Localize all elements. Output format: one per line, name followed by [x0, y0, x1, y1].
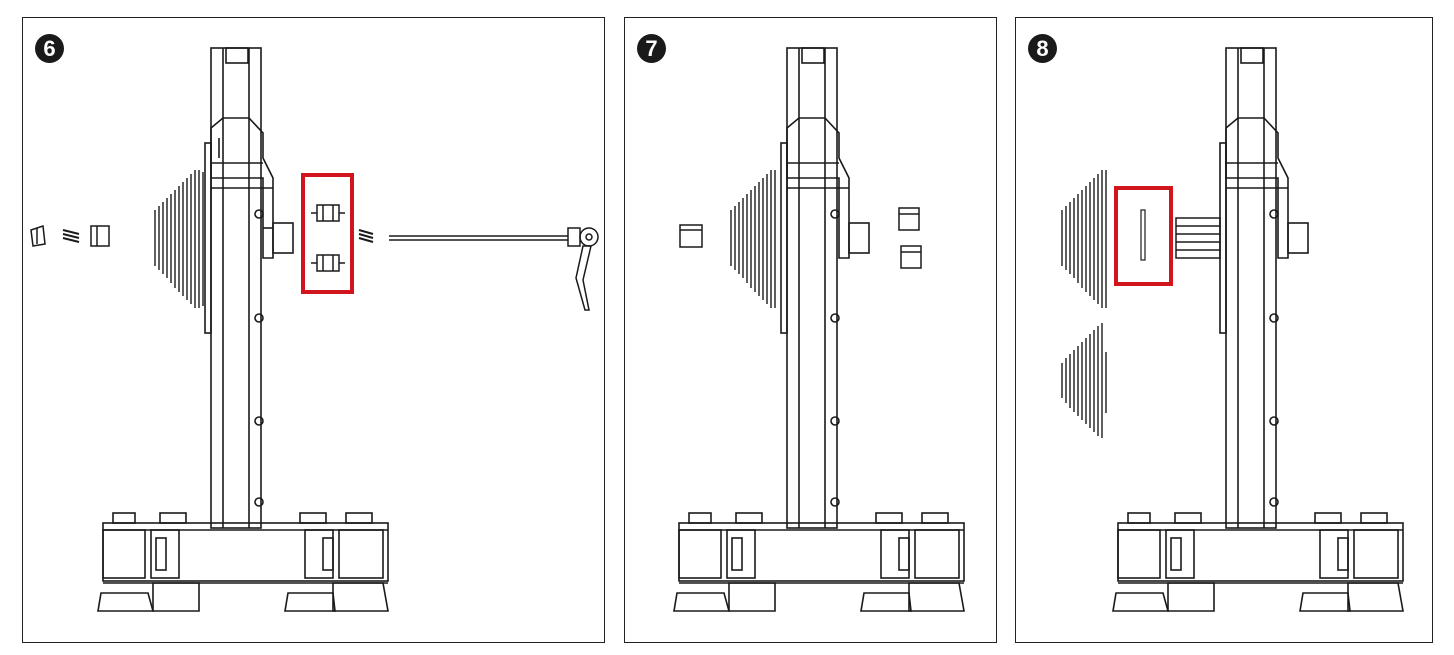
quick-release-skewer-icon [358, 227, 599, 311]
cassette-icon [730, 170, 776, 308]
highlight-box [1114, 186, 1173, 286]
cassette-icon [1061, 170, 1107, 308]
cassette-icon [1061, 323, 1107, 438]
cassette-icon [154, 170, 204, 308]
step-panel-6: 6 [22, 17, 605, 643]
adapter-icon [679, 207, 922, 269]
step-panel-8: 8 [1015, 17, 1433, 643]
stand-illustration [673, 47, 965, 612]
step-number-badge: 7 [637, 34, 666, 63]
stand-illustration [30, 47, 599, 612]
step-panel-7: 7 [624, 17, 997, 643]
step-number-badge: 6 [35, 34, 64, 63]
stand-illustration [1061, 47, 1404, 612]
freehub-icon [1175, 217, 1221, 259]
adapter-icon [311, 204, 345, 272]
step-number-badge: 8 [1028, 34, 1057, 63]
highlight-box [301, 173, 354, 294]
